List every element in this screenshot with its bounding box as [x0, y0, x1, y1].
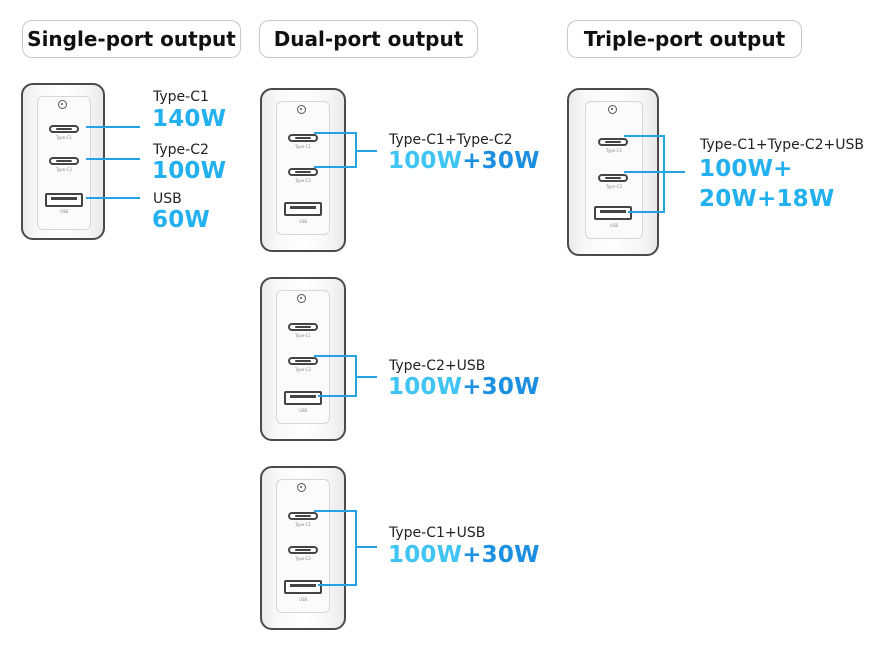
charger-face: Type-C1 Type-C2 USB	[276, 290, 330, 424]
power-primary: 100W	[388, 542, 463, 568]
port-type-c1	[598, 138, 628, 146]
power-primary: 100W	[388, 374, 463, 400]
connector-line	[86, 197, 140, 199]
connector-bracket	[663, 135, 665, 213]
dual-label-c1-c2: Type-C1+Type-C2	[389, 132, 513, 148]
port-usb	[284, 391, 322, 405]
connector-bracket	[355, 510, 357, 586]
single-label-c2: Type-C2	[153, 142, 209, 158]
brand-logo-icon	[58, 100, 67, 109]
single-power-usb: 60W	[152, 207, 210, 233]
connector-line	[318, 584, 356, 586]
charger-face: Type-C1 Type-C2 USB	[276, 479, 330, 613]
port-label-usb: USB	[59, 209, 69, 214]
power-secondary: +30W	[462, 542, 540, 568]
header-dual-port: Dual-port output	[259, 20, 478, 58]
connector-line	[314, 355, 356, 357]
connector-line	[628, 211, 664, 213]
port-label-c1: Type-C1	[56, 135, 72, 140]
connector-line	[314, 510, 356, 512]
port-label-usb: USB	[609, 223, 619, 228]
triple-power-line2: 20W+18W	[699, 186, 835, 212]
charger-face: Type-C1 Type-C2 USB	[585, 101, 643, 239]
charger-face: Type-C1 Type-C2 USB	[276, 101, 330, 235]
port-label-c1: Type-C1	[606, 148, 622, 153]
connector-line	[355, 546, 377, 548]
connector-line	[355, 150, 377, 152]
connector-line	[624, 135, 664, 137]
triple-label: Type-C1+Type-C2+USB	[700, 137, 864, 153]
connector-line	[86, 126, 140, 128]
dual-power-c1-usb: 100W+30W	[388, 542, 540, 568]
single-label-c1: Type-C1	[153, 89, 209, 105]
port-type-c1	[288, 134, 318, 142]
brand-logo-icon	[297, 105, 306, 114]
dual-label-c1-usb: Type-C1+USB	[389, 525, 486, 541]
single-label-usb: USB	[153, 191, 182, 207]
port-label-usb: USB	[298, 408, 308, 413]
port-type-c2	[288, 546, 318, 554]
port-type-c1	[288, 323, 318, 331]
single-power-c2: 100W	[152, 158, 227, 184]
port-label-c2: Type-C2	[606, 184, 622, 189]
dual-power-c2-usb: 100W+30W	[388, 374, 540, 400]
brand-logo-icon	[297, 294, 306, 303]
port-usb	[284, 202, 322, 216]
connector-line	[86, 158, 140, 160]
connector-line	[355, 376, 377, 378]
port-usb	[284, 580, 322, 594]
charger-dual-c1-c2: Type-C1 Type-C2 USB	[260, 88, 346, 252]
connector-line	[624, 171, 664, 173]
power-primary: 100W	[388, 148, 463, 174]
brand-logo-icon	[608, 105, 617, 114]
port-label-c2: Type-C2	[295, 367, 311, 372]
port-label-c2: Type-C2	[295, 556, 311, 561]
port-type-c1	[288, 512, 318, 520]
port-label-c1: Type-C1	[295, 144, 311, 149]
port-type-c2	[288, 168, 318, 176]
power-secondary: +30W	[462, 374, 540, 400]
port-usb	[45, 193, 83, 207]
charger-dual-c1-usb: Type-C1 Type-C2 USB	[260, 466, 346, 630]
single-power-c1: 140W	[152, 106, 227, 132]
triple-power-line1: 100W+	[699, 156, 793, 182]
port-label-c1: Type-C1	[295, 522, 311, 527]
port-label-c2: Type-C2	[295, 178, 311, 183]
header-single-port: Single-port output	[22, 20, 241, 58]
dual-power-c1-c2: 100W+30W	[388, 148, 540, 174]
header-triple-port: Triple-port output	[567, 20, 802, 58]
port-label-usb: USB	[298, 219, 308, 224]
charger-dual-c2-usb: Type-C1 Type-C2 USB	[260, 277, 346, 441]
power-secondary: +30W	[462, 148, 540, 174]
connector-line	[314, 132, 356, 134]
port-type-c2	[598, 174, 628, 182]
connector-line	[314, 166, 356, 168]
charger-face: Type-C1 Type-C2 USB	[37, 96, 91, 230]
charger-single: Type-C1 Type-C2 USB	[21, 83, 105, 240]
port-label-c2: Type-C2	[56, 167, 72, 172]
port-type-c2	[288, 357, 318, 365]
connector-line	[318, 395, 356, 397]
port-label-c1: Type-C1	[295, 333, 311, 338]
port-usb	[594, 206, 632, 220]
dual-label-c2-usb: Type-C2+USB	[389, 358, 486, 374]
port-label-usb: USB	[298, 597, 308, 602]
brand-logo-icon	[297, 483, 306, 492]
connector-line	[663, 171, 685, 173]
port-type-c2	[49, 157, 79, 165]
port-type-c1	[49, 125, 79, 133]
